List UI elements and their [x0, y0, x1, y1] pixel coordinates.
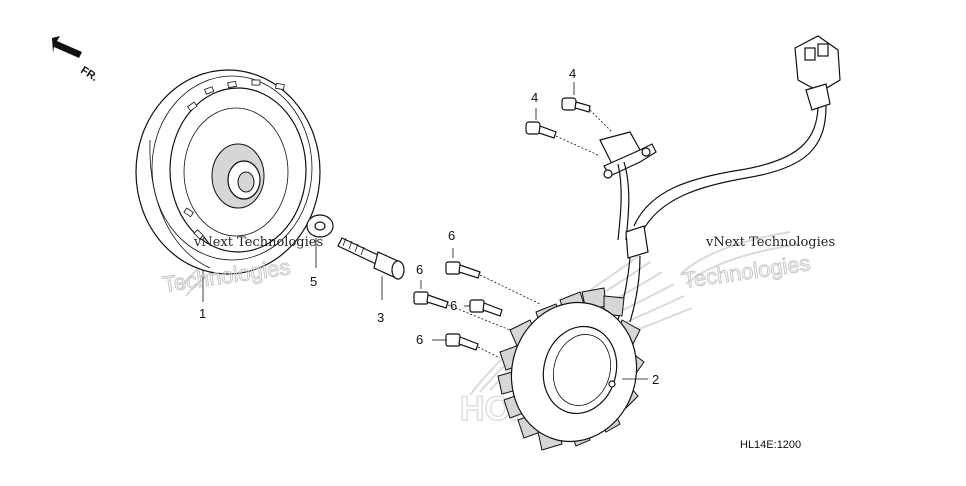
svg-text:vNext Technologies: vNext Technologies [193, 235, 323, 250]
svg-text:vNext Technologies: vNext Technologies [705, 235, 835, 250]
stator-part [497, 287, 645, 451]
wire-harness-part [617, 35, 841, 323]
callout-4a: 4 [569, 66, 576, 81]
callout-6a: 6 [448, 228, 455, 243]
flywheel-bolt-part [337, 237, 405, 280]
stator-bolt-6c-part [469, 299, 503, 317]
callout-2: 2 [652, 372, 659, 387]
callout-4b: 4 [531, 90, 538, 105]
callout-1: 1 [199, 306, 206, 321]
screw-4a-part [561, 97, 591, 113]
callout-6b: 6 [416, 262, 423, 277]
stator-bolt-6a-part [445, 261, 481, 279]
front-direction-arrow-icon [52, 36, 82, 58]
drawing-code: HL14E:1200 [740, 439, 801, 451]
stator-bolt-6d-part [445, 333, 479, 351]
pulse-generator-part [599, 131, 657, 241]
screw-4b-part [525, 121, 557, 139]
svg-text:Technologies: Technologies [681, 250, 812, 293]
callout-6c: 6 [450, 298, 457, 313]
direction-label: FR. [78, 64, 99, 84]
callout-5: 5 [310, 274, 317, 289]
callout-3: 3 [377, 310, 384, 325]
callout-6d: 6 [416, 332, 423, 347]
washer-part [306, 214, 334, 238]
flywheel-part [135, 69, 321, 275]
watermark-right: vNext Technologies Technologies [681, 235, 835, 293]
stator-bolt-6b-part [413, 291, 449, 309]
